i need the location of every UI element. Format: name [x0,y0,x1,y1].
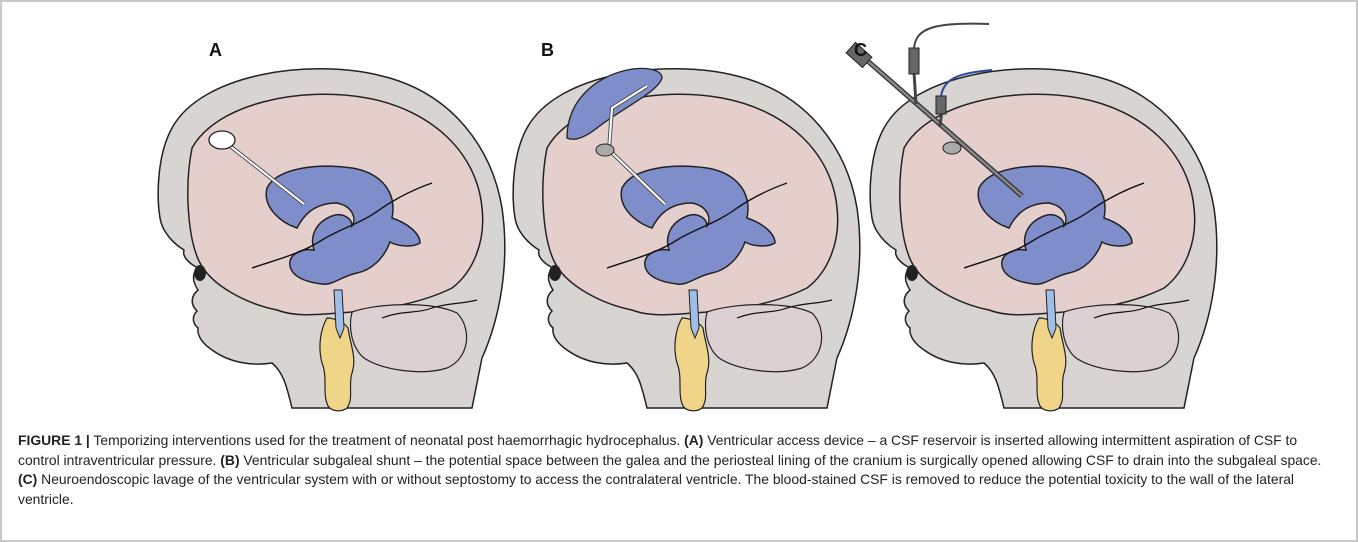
caption-c-text: Neuroendoscopic lavage of the ventricula… [18,471,1294,507]
panel-c-illustration [846,24,1217,411]
panel-label-c: C [854,40,867,61]
panel-b-illustration [513,68,860,410]
figure-area: A B C FIGURE 1 | Temporizing interventio… [4,4,1354,538]
illustration-canvas [4,4,1354,424]
caption-intro: Temporizing interventions used for the t… [90,432,684,448]
caption-figure-label: FIGURE 1 | [18,432,90,448]
caption-b-label: (B) [220,452,239,468]
eye-icon [194,265,206,281]
csf-reservoir-icon [209,131,235,149]
eye-icon [549,265,561,281]
figure-caption: FIGURE 1 | Temporizing interventions use… [18,431,1336,509]
panel-label-b: B [541,40,554,61]
panel-label-a: A [209,40,222,61]
caption-a-label: (A) [684,432,703,448]
panel-a-illustration [158,69,505,411]
caption-c-label: (C) [18,471,37,487]
caption-b-text: Ventricular subgaleal shunt – the potent… [240,452,1322,468]
eye-icon [906,265,918,281]
